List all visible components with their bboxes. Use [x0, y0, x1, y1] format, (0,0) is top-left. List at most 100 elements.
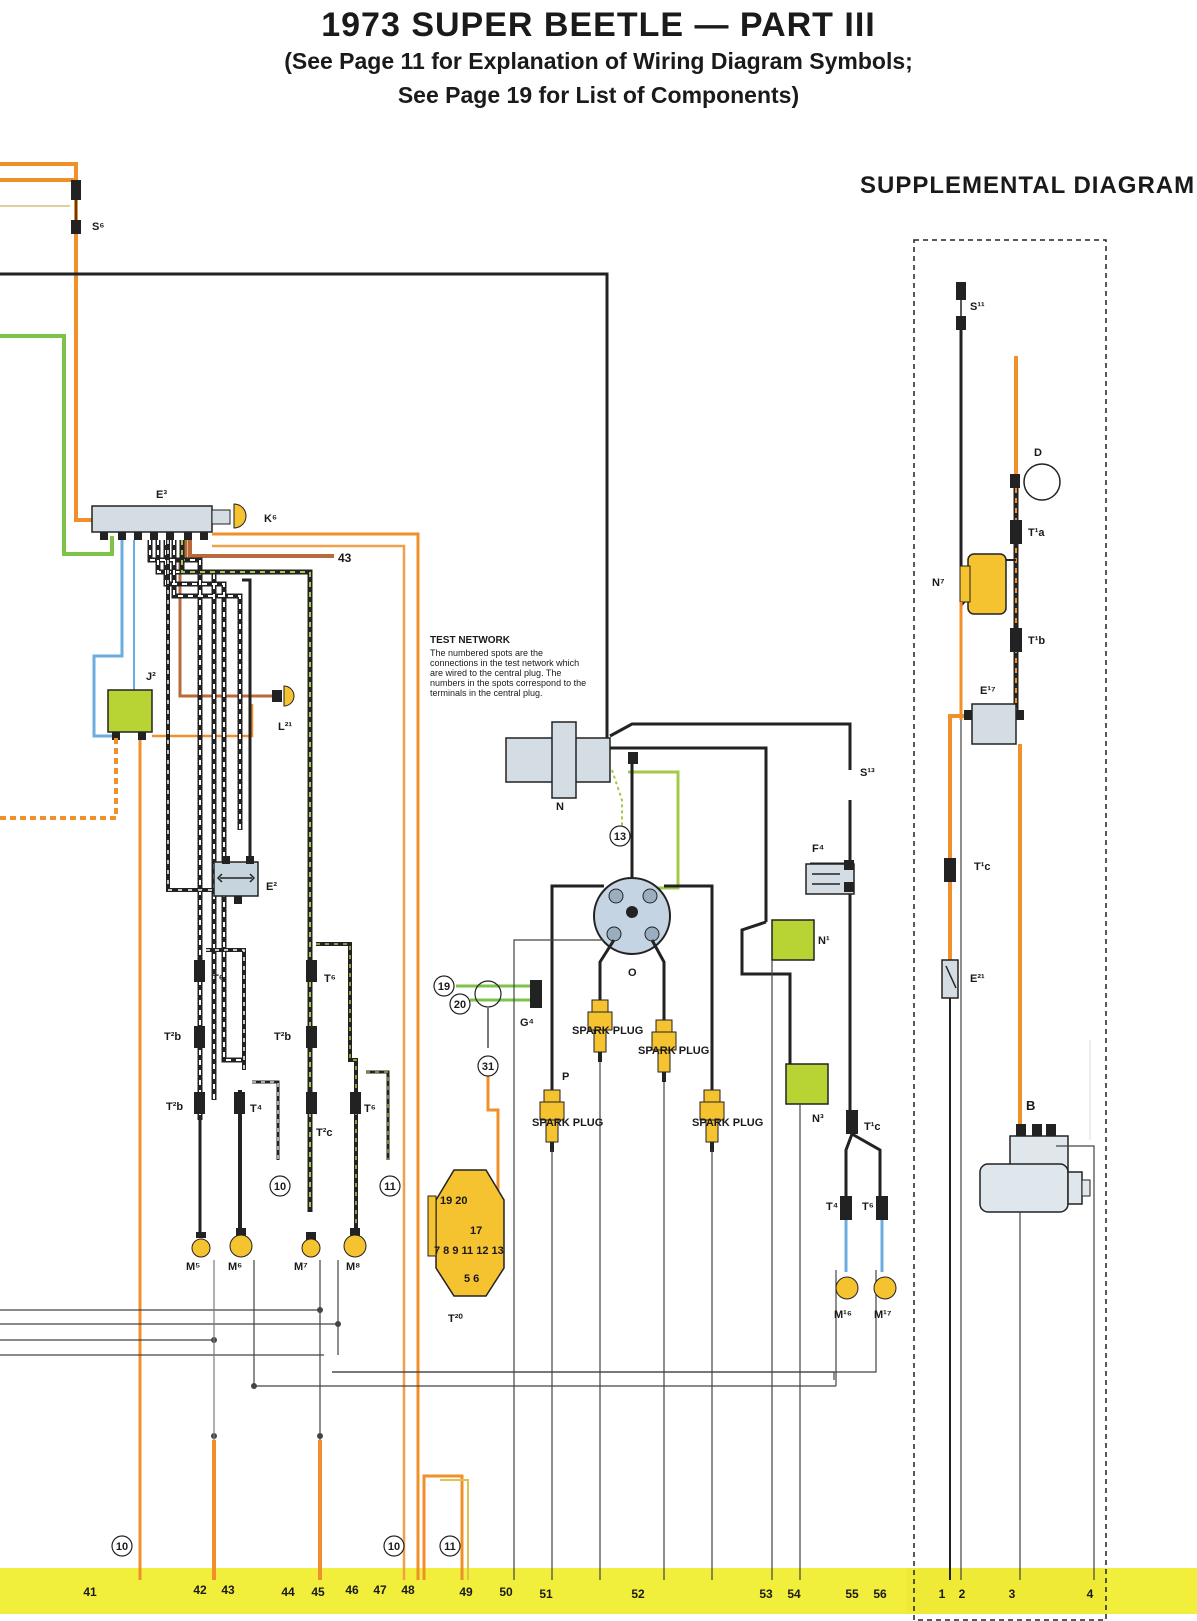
label-t2c: T²c: [316, 1127, 333, 1139]
central-plug-t20: [427, 1169, 505, 1297]
terminal-55: 55: [845, 1587, 859, 1601]
label-e2: E²: [266, 881, 277, 893]
label-j2: J²: [146, 671, 156, 683]
supplemental-diagram-label: SUPPLEMENTAL DIAGRAM: [860, 172, 1196, 199]
wire-orange-white: [0, 736, 118, 820]
diagram-subtitle-line2: See Page 19 for List of Components): [397, 82, 800, 108]
l21-socket: [272, 690, 282, 702]
terminal-42: 42: [193, 1583, 207, 1597]
label-f4: F⁴: [812, 843, 824, 855]
test-point-11-a: 11: [384, 1181, 396, 1193]
j2-relay: [107, 689, 153, 733]
label-e21: E²¹: [970, 973, 985, 985]
terminal-41: 41: [83, 1585, 97, 1599]
spark-plugs: [539, 999, 725, 1152]
n7-unit: [967, 553, 1007, 615]
k6-socket: [211, 509, 231, 525]
label-m7: M⁷: [294, 1261, 308, 1273]
connector-s6-top: [71, 180, 81, 200]
terminal-44: 44: [281, 1585, 295, 1599]
terminal-46: 46: [345, 1583, 359, 1597]
label-s13: S¹³: [860, 767, 875, 779]
label-spark-plug-3: SPARK PLUG: [638, 1045, 709, 1057]
test-point-20: 20: [454, 999, 466, 1011]
label-t1c-supp: T¹c: [974, 861, 991, 873]
terminal-51: 51: [539, 1587, 553, 1601]
connector-t1b: [1010, 628, 1022, 652]
n3-unit: [785, 1063, 829, 1105]
l21-lamp: [283, 685, 295, 707]
terminal-54: 54: [787, 1587, 801, 1601]
wire-coil-n1: [610, 746, 768, 922]
terminal-52: 52: [631, 1587, 645, 1601]
label-plug-nums-low: 5 6: [464, 1273, 479, 1285]
label-o: O: [628, 967, 637, 979]
label-d: D: [1034, 447, 1042, 459]
label-t6b: T⁶: [324, 973, 336, 985]
label-k6: K⁶: [264, 513, 277, 525]
terminal-50: 50: [499, 1585, 513, 1599]
label-e3: E³: [156, 489, 167, 501]
label-n7: N⁷: [932, 577, 945, 589]
connector-t1c-supp: [944, 858, 956, 882]
label-t2b-3: T²b: [274, 1031, 291, 1043]
supp-terminal-1: 1: [939, 1587, 946, 1601]
label-p: P: [562, 1071, 569, 1083]
label-wire43: 43: [338, 551, 352, 565]
test-point-10-c: 10: [388, 1541, 400, 1553]
test-point-10-b: 10: [116, 1541, 128, 1553]
test-network-text: The numbered spots are the connections i…: [430, 648, 587, 698]
label-s11: S¹¹: [970, 301, 985, 313]
label-t2b-1: T²b: [164, 1031, 181, 1043]
connector-s6-bottom: [71, 220, 81, 234]
label-n1: N¹: [818, 935, 830, 947]
e2-switch: [213, 861, 259, 897]
e3-switch: [91, 505, 213, 533]
label-t1b: T¹b: [1028, 635, 1045, 647]
wire-brown-43: [188, 540, 334, 558]
label-t20: T²⁰: [448, 1313, 463, 1325]
wire-orange-47: [212, 544, 406, 1580]
wire-green-coil: [628, 770, 680, 890]
starter-b: [979, 1124, 1091, 1213]
n1-unit: [771, 919, 815, 961]
e21-switch: [941, 959, 959, 999]
test-point-11-b: 11: [444, 1541, 456, 1553]
label-m16: M¹⁶: [834, 1309, 852, 1321]
label-m17: M¹⁷: [874, 1309, 892, 1321]
terminal-56: 56: [873, 1587, 887, 1601]
d-lamp: [1023, 463, 1061, 501]
test-network-title: TEST NETWORK: [430, 635, 510, 646]
label-t6c: T⁶: [364, 1103, 376, 1115]
terminal-53: 53: [759, 1587, 773, 1601]
supplemental-box: [913, 239, 1107, 1621]
label-t1c-right: T¹c: [864, 1121, 881, 1133]
wire-orange-48: [212, 532, 420, 1580]
diagram-subtitle-line1: (See Page 11 for Explanation of Wiring D…: [284, 48, 913, 74]
label-spark-plug-4: SPARK PLUG: [692, 1117, 763, 1129]
terminal-47: 47: [373, 1583, 387, 1597]
e17-switch: [971, 703, 1017, 745]
test-point-31: 31: [482, 1061, 494, 1073]
label-m6: M⁶: [228, 1261, 242, 1273]
connector-t1a: [1010, 520, 1022, 544]
label-n3: N³: [812, 1113, 824, 1125]
bulbs-m5-m8: [191, 1228, 367, 1258]
label-plug-nums-mid: 17: [470, 1225, 482, 1237]
label-b: B: [1026, 1098, 1035, 1113]
bulb-m17: [873, 1276, 897, 1300]
test-point-10-a: 10: [274, 1181, 286, 1193]
supp-terminal-2: 2: [959, 1587, 966, 1601]
label-plug-nums-bottom: 7 8 9 11 12 13: [434, 1245, 504, 1257]
supplemental-terminal-strip: [906, 1568, 1106, 1614]
k6-lamp: [233, 503, 247, 529]
label-m8: M⁸: [346, 1261, 360, 1273]
wire-black-e2-b: [242, 578, 252, 866]
terminal-48: 48: [401, 1583, 415, 1597]
label-plug-nums-top: 19 20: [440, 1195, 468, 1207]
label-l21: L²¹: [278, 721, 292, 733]
label-t4b: T⁴: [826, 1201, 838, 1213]
label-t2b-2: T²b: [166, 1101, 183, 1113]
wire-blue-j2-a: [92, 540, 124, 738]
